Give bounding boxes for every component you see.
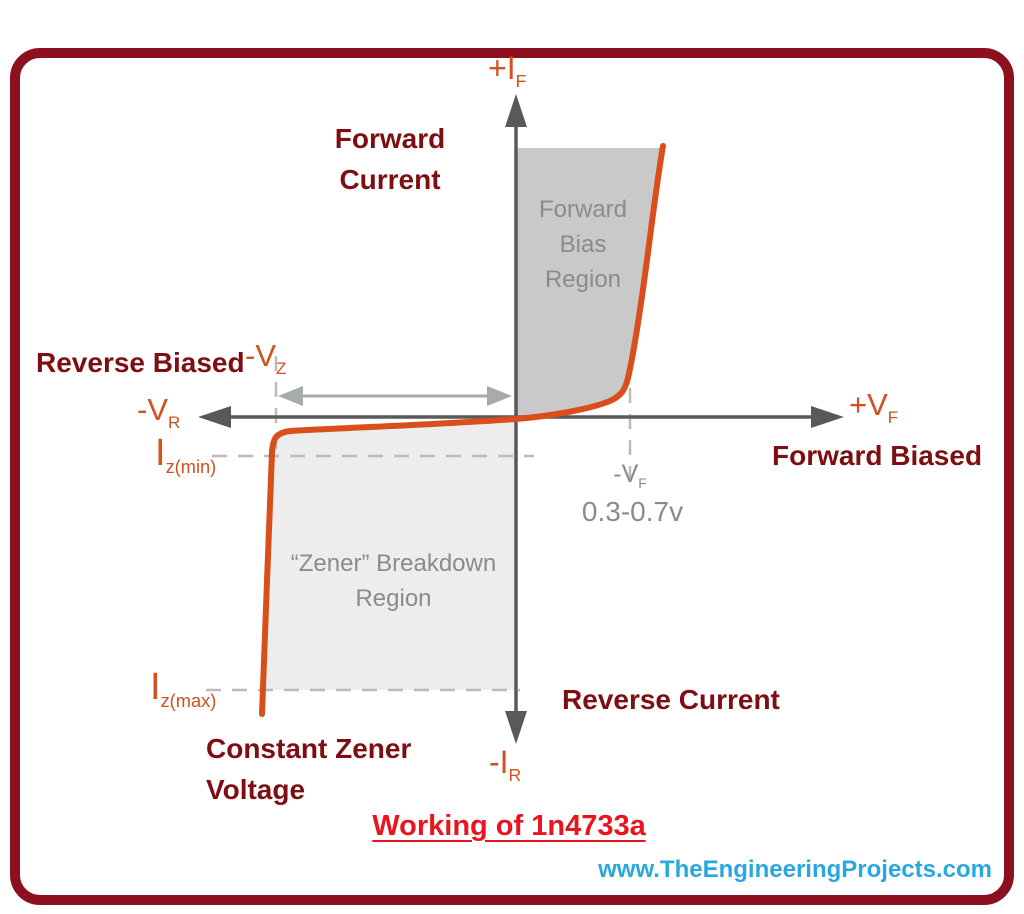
diagram-title: Working of 1n4733a (372, 810, 646, 842)
forward-bias-region-fill (516, 148, 662, 419)
axis-label-neg-vz: -VZ (245, 338, 286, 377)
label-vf-drop: 0.3-0.7v (581, 496, 684, 527)
iz-min-sub: z(min) (165, 456, 217, 478)
forward-region-line3: Region (544, 266, 622, 293)
pos-if-sub: F (515, 70, 527, 91)
forward-current-line1: Forward (334, 123, 446, 154)
diagram-border-frame (10, 48, 1014, 905)
neg-vz-sub: Z (276, 358, 287, 378)
label-neg-vf: -VF (595, 460, 665, 492)
neg-vf-sub: F (638, 476, 647, 492)
neg-ir-sub: R (508, 764, 522, 785)
pos-vf-sub: F (887, 407, 899, 427)
forward-region-line1: Forward (538, 196, 628, 223)
axis-label-iz-min: Iz(min) (155, 432, 217, 478)
axis-label-neg-ir: -IR (489, 744, 521, 784)
pos-if-main: +I (488, 50, 516, 86)
neg-vr-main: -V (137, 392, 168, 427)
constant-zener-line2: Voltage (206, 774, 306, 805)
axis-label-pos-vf: +VF (849, 387, 898, 426)
neg-vf-main: -V (613, 460, 639, 488)
forward-region-line2: Bias (559, 231, 607, 258)
label-forward-bias-region: Forward Bias Region (513, 192, 653, 297)
axis-label-iz-max: Iz(max) (150, 666, 217, 712)
constant-zener-line1: Constant Zener (206, 733, 412, 764)
heading-reverse-current: Reverse Current (562, 684, 780, 715)
vz-range-arrowhead-left (278, 386, 303, 406)
iz-min-main: I (155, 432, 166, 474)
website-url: www.TheEngineeringProjects.com (598, 856, 992, 883)
heading-constant-zener-voltage: Constant Zener Voltage (206, 728, 411, 810)
zener-region-line2: Region (355, 585, 432, 612)
axis-label-neg-vr: -VR (137, 392, 180, 431)
neg-ir-main: -I (489, 744, 509, 780)
zener-region-line1: “Zener” Breakdown (290, 550, 497, 577)
forward-current-line2: Current (339, 164, 441, 195)
neg-vz-main: -V (245, 338, 276, 373)
pos-vf-main: +V (849, 387, 888, 422)
iz-max-main: I (150, 666, 161, 708)
axis-label-pos-if: +IF (488, 50, 526, 90)
iz-max-sub: z(max) (160, 690, 217, 712)
neg-vr-sub: R (168, 412, 181, 432)
iv-curve (259, 143, 666, 717)
axis-arrowhead-up (505, 94, 527, 127)
vz-range-arrowhead-right (487, 386, 512, 406)
heading-forward-current: Forward Current (320, 118, 460, 200)
heading-reverse-biased: Reverse Biased (36, 347, 245, 378)
heading-forward-biased: Forward Biased (772, 440, 983, 471)
axis-arrowhead-down (505, 711, 527, 744)
label-zener-breakdown-region: “Zener” Breakdown Region (266, 546, 521, 616)
axis-arrowhead-right (811, 406, 844, 428)
axis-arrowhead-left (198, 406, 231, 428)
zener-breakdown-region-fill (264, 419, 516, 690)
